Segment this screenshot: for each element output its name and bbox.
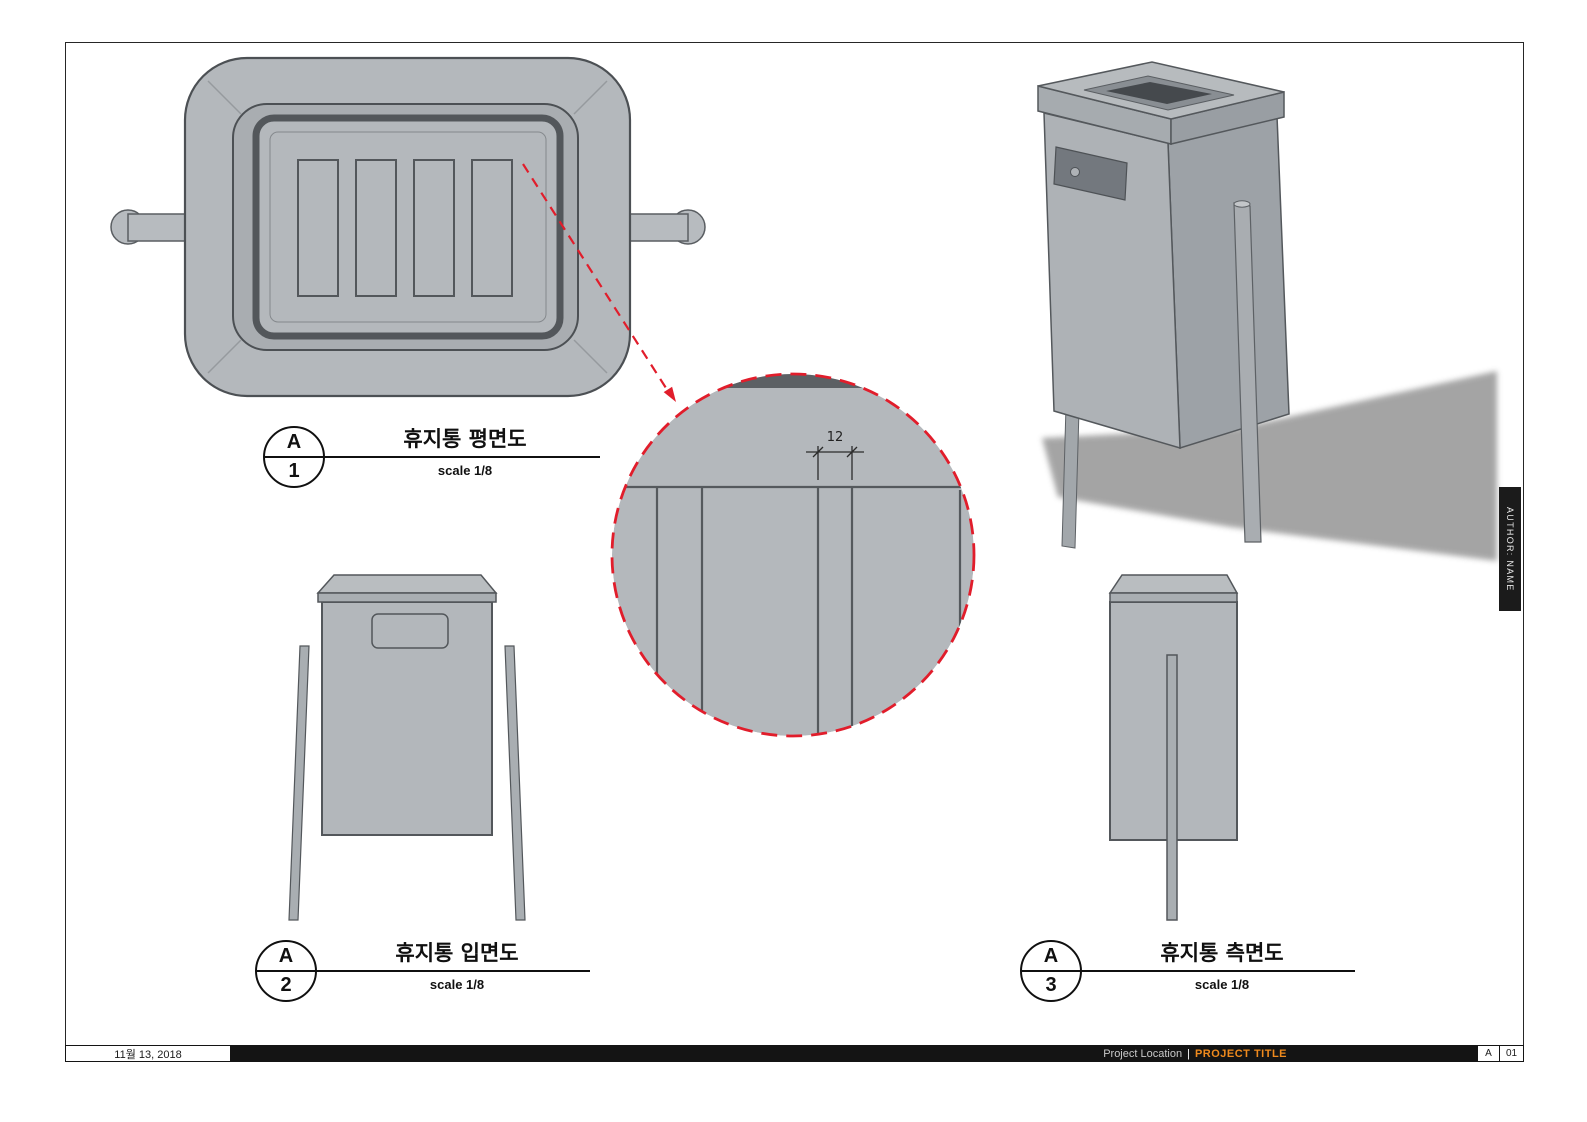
side-lid-band	[1109, 592, 1238, 603]
detail-dimension-lines	[806, 446, 864, 480]
view-title-underline	[265, 456, 600, 458]
footer-date-box: 11월 13, 2018	[65, 1045, 231, 1062]
view-title-plan: 휴지통 평면도	[403, 427, 527, 451]
elevation-right-leg	[504, 645, 526, 921]
cast-shadow	[1042, 371, 1497, 561]
detail-leader-line	[522, 163, 667, 389]
view-ref-bubble-elevation: A 2	[255, 940, 317, 1002]
footer-revision-box: A	[1477, 1045, 1500, 1062]
plan-inner-panel	[269, 131, 547, 323]
detail-boundary-circle	[610, 372, 976, 738]
view-scale-plan: scale 1/8	[437, 463, 493, 478]
view-ref-number: 1	[288, 460, 300, 482]
plan-handle-left	[127, 213, 189, 242]
detail-view-drawing: 12	[610, 372, 976, 738]
plan-slot	[471, 159, 513, 297]
bin-lid-slot	[1106, 82, 1212, 104]
view-ref-letter: A	[286, 431, 302, 453]
view-title-underline	[257, 970, 590, 972]
footer-project-title: PROJECT TITLE	[1194, 1047, 1287, 1060]
side-lid-top	[1108, 574, 1239, 594]
view-scale-elevation: scale 1/8	[429, 977, 485, 992]
elevation-lid-top	[316, 574, 498, 594]
bin-plate-button	[1070, 167, 1080, 177]
plan-slot	[297, 159, 339, 297]
plan-handle-right	[627, 213, 689, 242]
elevation-view-drawing	[288, 574, 526, 921]
view-ref-bubble-side: A 3	[1020, 940, 1082, 1002]
view-ref-letter: A	[1043, 945, 1059, 967]
footer-project-location: Project Location	[1103, 1047, 1183, 1060]
detail-leader	[522, 163, 676, 402]
plan-slot	[355, 159, 397, 297]
plan-slot	[413, 159, 455, 297]
view-title-side: 휴지통 측면도	[1160, 941, 1284, 965]
view-scale-side: scale 1/8	[1194, 977, 1250, 992]
view-title-elevation: 휴지통 입면도	[395, 941, 519, 965]
footer-date: 11월 13, 2018	[114, 1048, 182, 1061]
footer-page-number-box: 01	[1499, 1045, 1524, 1062]
view-ref-letter: A	[278, 945, 294, 967]
plan-corner-chamfers	[207, 80, 608, 374]
detail-dimension-label: 12	[827, 430, 844, 445]
side-view-drawing	[1108, 574, 1239, 921]
detail-background	[612, 374, 974, 736]
view-ref-number: 2	[280, 974, 292, 996]
elevation-plate	[371, 613, 449, 649]
bin-label-plate	[1053, 146, 1128, 201]
plan-view-drawing	[110, 56, 706, 398]
view-ref-bubble-plan: A 1	[263, 426, 325, 488]
side-leg	[1166, 654, 1178, 921]
footer-revision: A	[1485, 1048, 1492, 1059]
view-ref-number: 3	[1045, 974, 1057, 996]
bin-pole-top-cap	[1233, 200, 1251, 208]
detail-slot-edges	[612, 485, 972, 736]
detail-dimension: 12	[806, 430, 864, 480]
author-name-tab: AUTHOR: NAME	[1499, 487, 1521, 611]
footer-project-bar: Project Location | PROJECT TITLE	[231, 1045, 1477, 1062]
elevation-left-leg	[288, 645, 310, 921]
bin-right-face	[1167, 115, 1290, 450]
perspective-view-drawing	[1037, 61, 1497, 561]
view-title-underline	[1022, 970, 1355, 972]
footer-page-number: 01	[1505, 1048, 1518, 1059]
detail-leader-arrowhead	[663, 386, 676, 402]
elevation-lid-band	[317, 592, 497, 603]
bin-back-leg	[1061, 405, 1080, 549]
footer-divider: |	[1187, 1047, 1190, 1060]
